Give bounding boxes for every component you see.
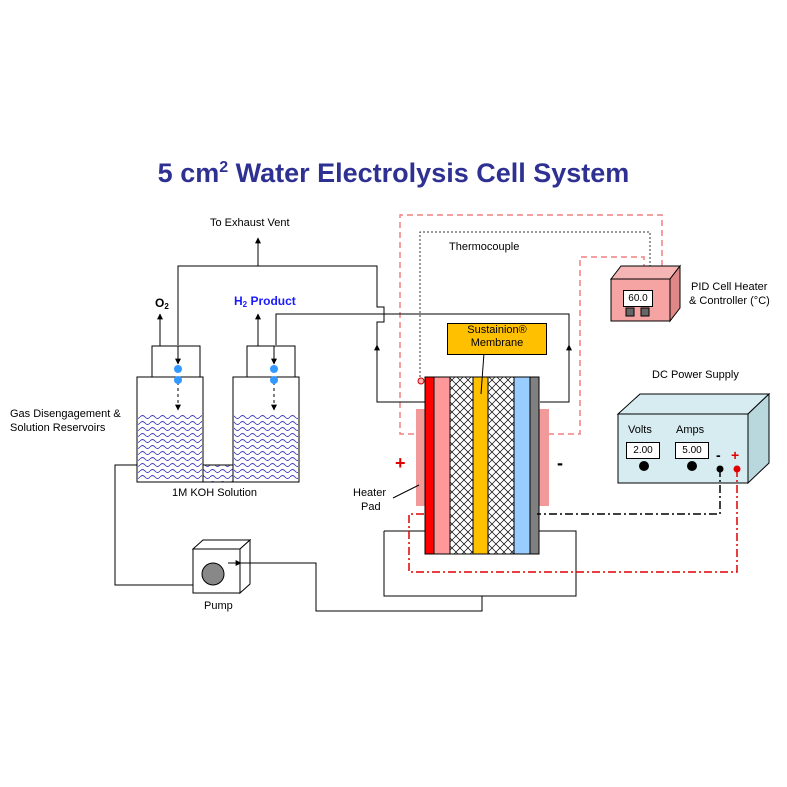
thermocouple-tip <box>417 377 425 385</box>
pid-label-line1: PID Cell Heater <box>691 281 768 293</box>
o2-label: O2 <box>155 296 169 311</box>
pump-label: Pump <box>204 600 233 612</box>
reservoir-left <box>136 345 204 483</box>
gas-lines <box>157 237 572 403</box>
heater-pad-label-line2: Pad <box>361 501 381 513</box>
reservoir-connector <box>202 464 234 483</box>
reservoirs-label-line2: Solution Reservoirs <box>10 422 106 434</box>
gas-bubbles <box>174 365 278 384</box>
reservoirs-label-line1: Gas Disengagement & <box>10 408 121 420</box>
dc-minus-sign: - <box>716 447 721 463</box>
cell-anode-sign: + <box>395 453 406 473</box>
cell-stack <box>424 376 540 555</box>
heater-pad-label-line1: Heater <box>353 487 387 499</box>
amps-display: 5.00 <box>675 442 709 459</box>
dc-power-supply <box>616 392 771 485</box>
h2-product-label: H2 Product <box>234 294 296 309</box>
reservoir-inlets <box>175 346 277 411</box>
pid-controller <box>609 264 682 323</box>
koh-solution-label: 1M KOH Solution <box>172 487 257 499</box>
membrane-label-box: Sustainion® Membrane <box>447 323 547 355</box>
heater-pad-left <box>416 409 426 506</box>
volts-display: 2.00 <box>626 442 660 459</box>
thermocouple-wire <box>419 231 651 381</box>
dc-wiring <box>408 469 738 573</box>
heater-pad-pointer <box>392 484 420 499</box>
cell-cathode-sign: - <box>557 453 563 473</box>
pid-label-line2: & Controller (°C) <box>689 295 770 307</box>
membrane-label-line2: Membrane <box>470 337 524 349</box>
pid-temperature-display: 60.0 <box>623 290 653 307</box>
negative-terminal <box>716 465 724 473</box>
amps-label: Amps <box>676 424 705 436</box>
dc-supply-label: DC Power Supply <box>652 369 739 381</box>
membrane-label-line1: Sustainion® <box>467 324 527 336</box>
reservoir-right <box>232 345 300 483</box>
positive-terminal <box>733 465 741 473</box>
volts-label: Volts <box>628 424 652 436</box>
heater-pad-right <box>539 409 549 506</box>
thermocouple-label: Thermocouple <box>449 241 520 253</box>
diagram-title: 5 cm2 Water Electrolysis Cell System <box>157 158 630 188</box>
membrane-pointer <box>480 352 485 395</box>
exhaust-vent-label: To Exhaust Vent <box>210 217 290 229</box>
pump <box>191 538 252 595</box>
dc-plus-sign: + <box>731 447 740 463</box>
